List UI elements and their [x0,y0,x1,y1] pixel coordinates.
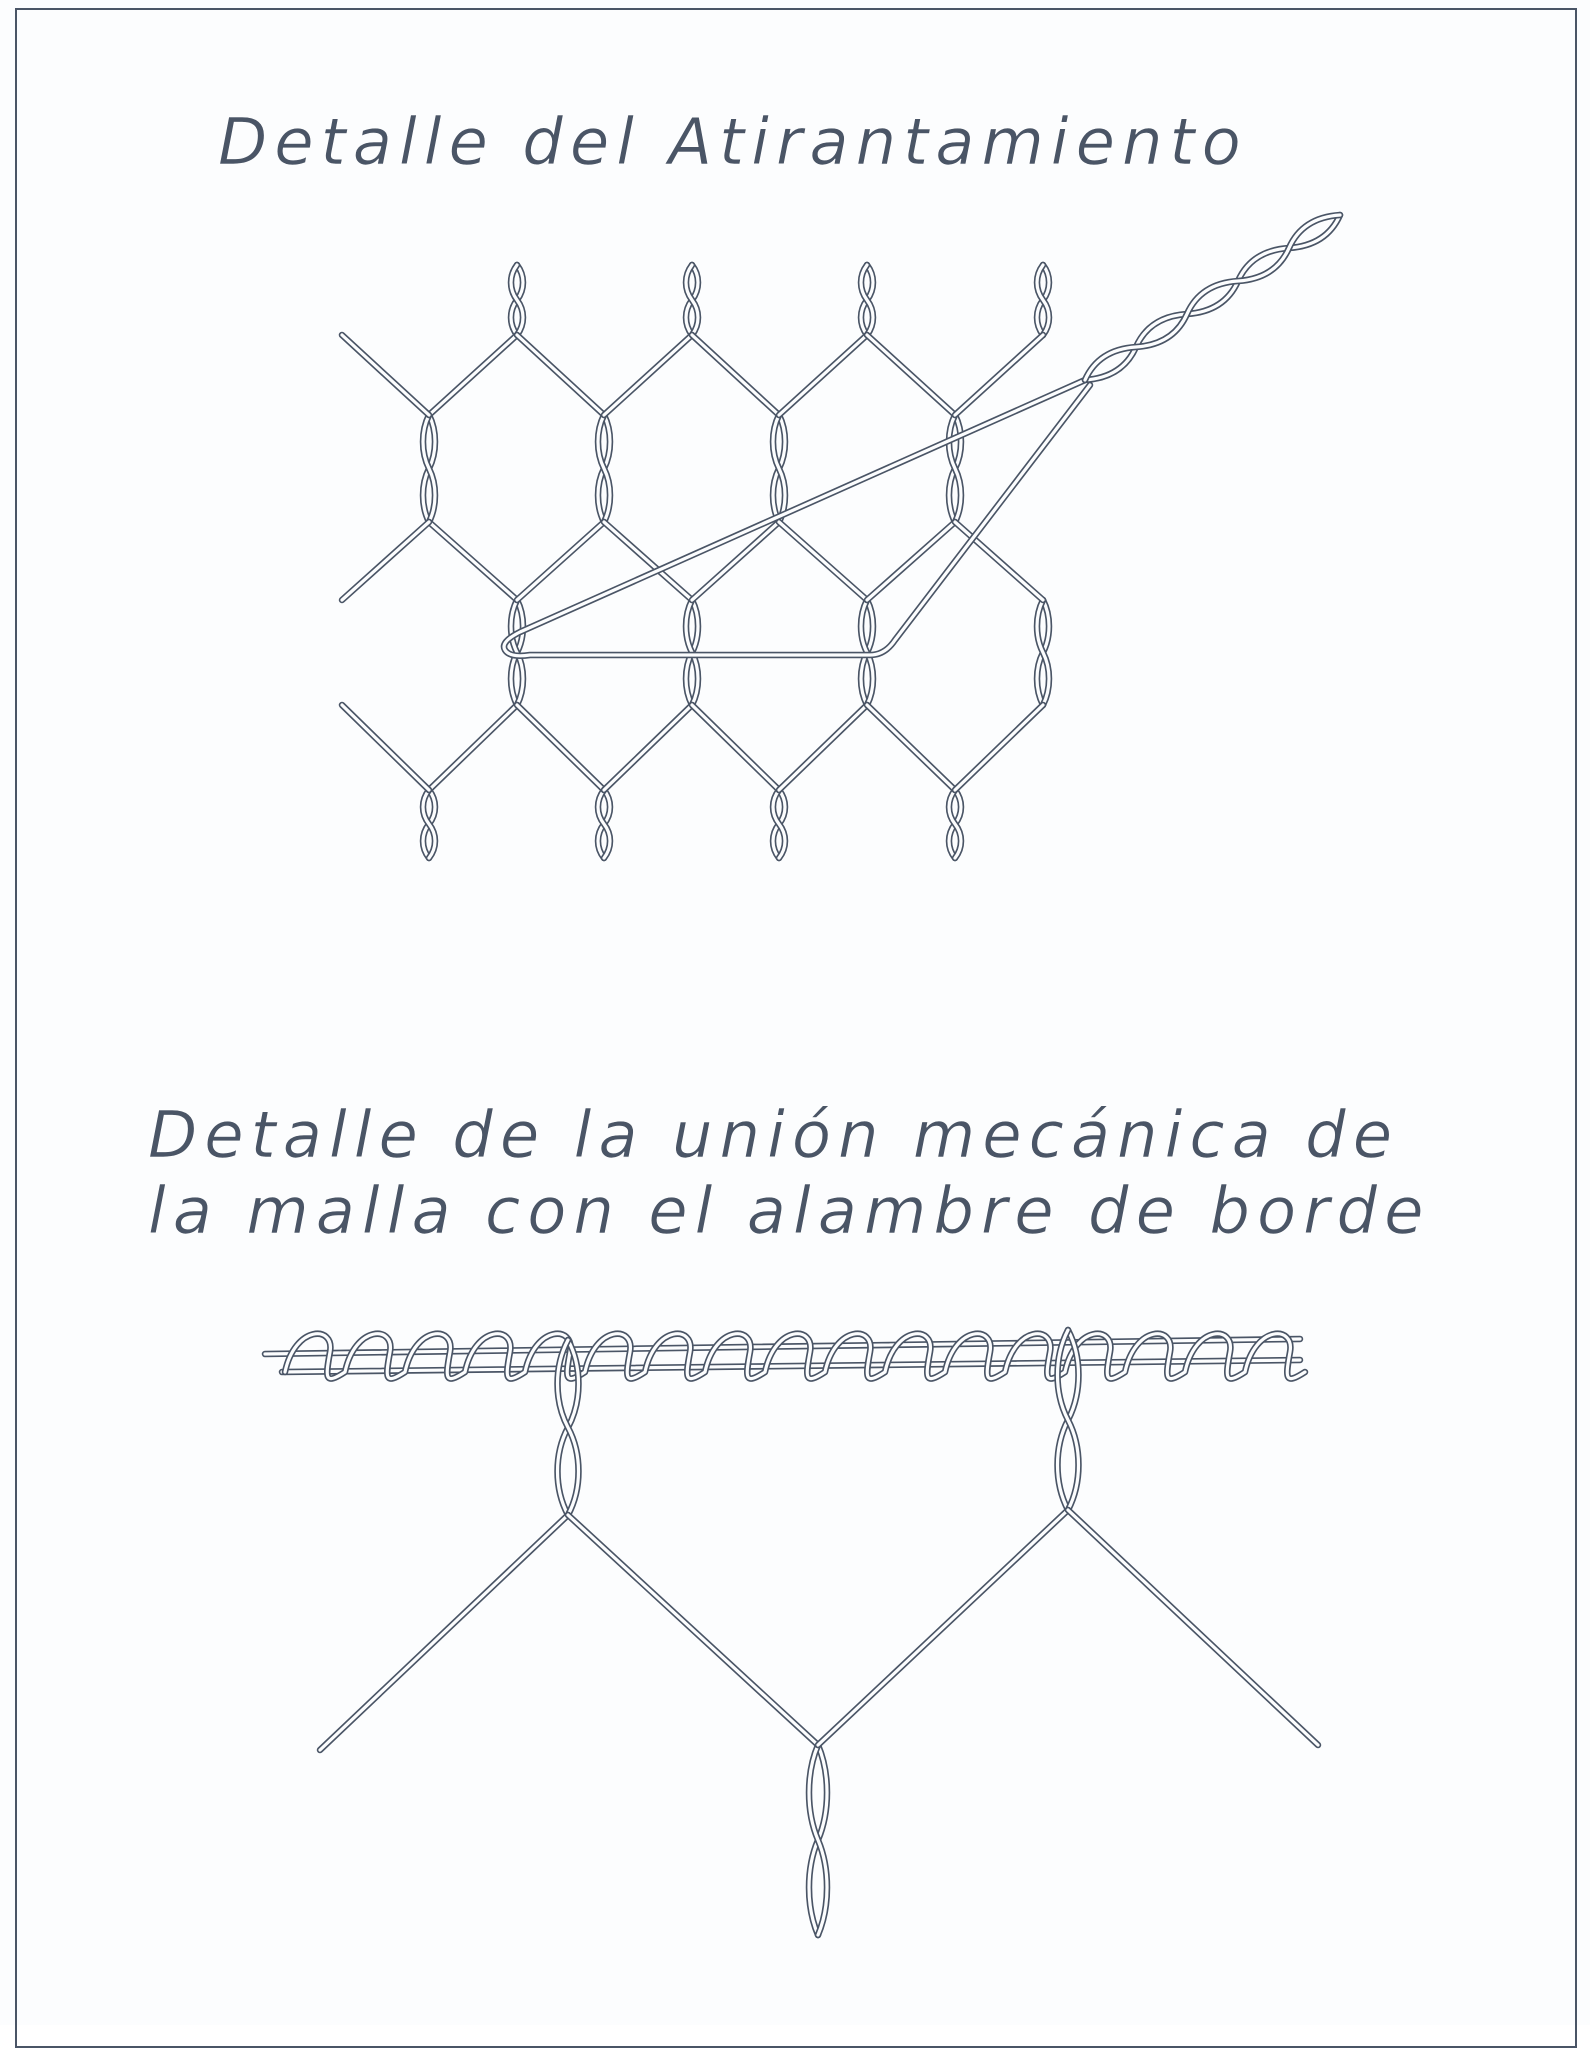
mesh-top-twist-3-strand-b-core [1035,263,1051,337]
joint-diag-1-core [318,1513,570,1752]
mesh-bottom-twist-2-strand-b-core [771,788,787,860]
tie-wire [500,211,1344,660]
mesh-row1-twist-3-strand-b-core [947,413,963,524]
hexagonal-mesh [338,261,1053,862]
mesh-diag-a-1-core [515,333,606,417]
mesh-bottom-twist-0-strand-b-core [421,788,437,860]
mesh-row1-twist-0-strand-b-core [421,413,437,524]
mesh-bottom-twist-1-strand-b-core [596,788,612,860]
joint-detail-title-line-2: la malla con el alambre de borde [148,1175,1431,1250]
mesh-row1-twist-1-strand-b-core [596,413,612,524]
mesh-diag-b-0-core [427,520,519,602]
mesh-diag-c-3-core [690,703,781,792]
joint-detail-title: Detalle de la unión mecánica de la malla… [148,1098,1430,1250]
mesh-edge-left-a-0-core [340,333,431,417]
joint-diag-4-core [1066,1508,1320,1747]
mesh-diag-b-1-core [515,520,606,602]
tie-wire-twist-a [1081,211,1344,384]
joint-detail-title-line-1: Detalle de la unión mecánica de [148,1099,1400,1174]
mesh-diag-a-5-core [865,333,957,417]
tie-detail-title: Detalle del Atirantamiento [218,106,1248,181]
mesh-diag-a-0-core [427,333,519,417]
mesh-diag-b-4-core [777,520,869,602]
mesh-diag-c-6-core [953,703,1045,792]
mesh-diag-c-2-core [602,703,694,792]
mesh-diag-b-5-core [865,520,957,602]
mesh-bottom-twist-3-strand-b-core [947,788,963,860]
mesh-top-twist-2-strand-b-core [859,263,875,337]
joint-diag-2-core [566,1513,820,1747]
border-wire-upper-core [263,1337,1302,1356]
mesh-diag-c-1-core [515,703,606,792]
joint-diag-3-core [816,1508,1070,1747]
joint-twist-right-strand-b-core [1055,1328,1081,1512]
mesh-diag-a-4-core [777,333,869,417]
mesh-edge-left-c-0-core [340,703,431,792]
mesh-top-twist-1-strand-b-core [684,263,700,337]
border-joint-detail [261,1326,1322,1939]
tie-wire-loop [500,376,1094,660]
mesh-diag-b-2-core [602,520,694,602]
joint-twist-bottom-strand-b-core [807,1743,829,1937]
mesh-diag-c-4-core [777,703,869,792]
mesh-row1-twist-2-strand-b-core [771,413,787,524]
mesh-diag-c-0-core [427,703,519,792]
tie-wire-twist-a-core [1083,213,1342,382]
tie-wire-twist-b [1081,211,1344,384]
tie-wire-twist-b-core [1083,213,1342,382]
border-wire-lower-core [280,1358,1302,1374]
tie-wire-loop-core [502,378,1092,658]
mesh-diag-c-5-core [865,703,957,792]
mesh-row2-twist-3-strand-b-core [1035,598,1051,707]
mesh-edge-left-b-0-core [340,520,431,602]
mesh-diag-b-6-core [953,520,1045,602]
mesh-top-twist-0-strand-b-core [509,263,525,337]
border-helix-wire-core [283,1332,1307,1381]
mesh-diag-a-2-core [602,333,694,417]
joint-twist-left-strand-b-core [555,1338,581,1517]
mesh-diag-a-6-core [953,333,1045,417]
mesh-diag-a-3-core [690,333,781,417]
mesh-diag-b-3-core [690,520,781,602]
